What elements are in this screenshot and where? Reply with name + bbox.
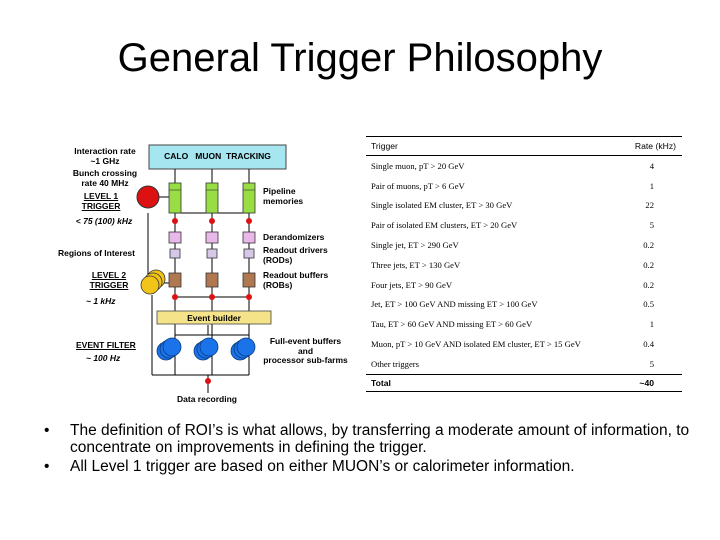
rate-cell: 22: [645, 200, 654, 211]
trigger-cell: Single jet, ET > 290 GeV: [371, 240, 459, 251]
table-row: Tau, ET > 60 GeV AND missing ET > 60 GeV…: [366, 314, 682, 334]
trigger-cell: Single isolated EM cluster, ET > 30 GeV: [371, 200, 513, 211]
bullet-text: All Level 1 trigger are based on either …: [70, 458, 575, 475]
rate-cell: 0.2: [643, 240, 654, 251]
rate-cell: 1: [649, 319, 654, 330]
trigger-cell: Other triggers: [371, 358, 419, 369]
rate-cell: 0.4: [643, 339, 654, 350]
trigger-cell: Jet, ET > 100 GeV AND missing ET > 100 G…: [371, 299, 538, 310]
table-row: Muon, pT > 10 GeV AND isolated EM cluste…: [366, 334, 682, 354]
table-row: Jet, ET > 100 GeV AND missing ET > 100 G…: [366, 295, 682, 315]
rate-cell: 5: [649, 220, 654, 231]
event-builder-label: Event builder: [187, 313, 241, 323]
derandomizers-label: Derandomizers: [263, 232, 325, 242]
event-filter-rate-label: ~ 100 Hz: [86, 353, 121, 363]
trigger-cell: Four jets, ET > 90 GeV: [371, 279, 453, 290]
bullet-marker: •: [44, 422, 50, 439]
full-event-buffers-label: Full-event buffers and processor sub-far…: [263, 336, 348, 365]
table-row: Three jets, ET > 130 GeV 0.2: [366, 255, 682, 275]
readout-buffers-label: Readout buffers (ROBs): [263, 270, 329, 290]
event-filter-label: EVENT FILTER: [76, 340, 136, 350]
bullet-text: The definition of ROI’s is what allows, …: [70, 422, 690, 456]
trigger-cell: Tau, ET > 60 GeV AND missing ET > 60 GeV: [371, 319, 533, 330]
rate-cell: 0.2: [643, 279, 654, 290]
level1-trigger-label: LEVEL 1 TRIGGER: [81, 191, 121, 211]
table-row: Pair of muons, pT > 6 GeV 1: [366, 176, 682, 196]
level1-trigger-circle: [136, 185, 160, 209]
trigger-cell: Muon, pT > 10 GeV AND isolated EM cluste…: [371, 339, 581, 350]
readout-drivers-label: Readout drivers (RODs): [263, 245, 328, 265]
detector-box: [148, 144, 287, 170]
bullet-list: • The definition of ROI’s is what allows…: [40, 422, 700, 477]
bunch-crossing-label: Bunch crossing rate 40 MHz: [72, 168, 138, 188]
level2-red-dots: [172, 294, 252, 300]
bullet-item: • All Level 1 trigger are based on eithe…: [40, 458, 700, 475]
interaction-rate-label: Interaction rate ~1 GHz: [74, 146, 136, 166]
level1-rate-label: < 75 (100) kHz: [75, 216, 133, 226]
level2-trigger-circles: [140, 269, 166, 295]
pipeline-memories: [168, 182, 256, 214]
table-total-row: Total ~40: [366, 373, 682, 392]
table-row: Four jets, ET > 90 GeV 0.2: [366, 275, 682, 295]
total-rate: ~40: [599, 373, 682, 392]
rate-cell: 4: [649, 160, 654, 171]
slide-title: General Trigger Philosophy: [117, 36, 603, 80]
trigger-cell: Single muon, pT > 20 GeV: [371, 160, 465, 171]
total-label: Total: [366, 373, 599, 392]
table-row: Single jet, ET > 290 GeV 0.2: [366, 235, 682, 255]
table-row: Single isolated EM cluster, ET > 30 GeV 2…: [366, 196, 682, 216]
level2-trigger-label: LEVEL 2 TRIGGER: [89, 270, 129, 290]
pipeline-memories-label: Pipeline memories: [263, 186, 304, 206]
rate-cell: 0.5: [643, 299, 654, 310]
rate-cell: 0.2: [643, 259, 654, 270]
readout-buffers: [168, 272, 256, 288]
detector-box-label: CALO MUON TRACKING: [164, 151, 271, 161]
trigger-flow-diagram: CALO MUON TRACKING Interaction rate ~1 G…: [58, 135, 348, 410]
readout-drivers: [169, 248, 255, 259]
event-builder-box: [156, 310, 272, 325]
diagram-graphics: [136, 144, 287, 393]
bullet-marker: •: [44, 458, 50, 475]
column-header-rate: Rate (kHz): [599, 136, 682, 156]
table-row: Other triggers 5: [366, 354, 682, 374]
derandomizers: [168, 231, 256, 244]
level2-rate-label: ~ 1 kHz: [86, 296, 116, 306]
trigger-cell: Pair of muons, pT > 6 GeV: [371, 180, 465, 191]
rate-cell: 5: [649, 358, 654, 369]
column-header-trigger: Trigger: [366, 136, 599, 156]
trigger-cell: Pair of isolated EM clusters, ET > 20 Ge…: [371, 220, 518, 231]
table-header-row: Trigger Rate (kHz): [366, 136, 682, 156]
data-recording-dot: [205, 378, 211, 384]
table-row: Pair of isolated EM clusters, ET > 20 Ge…: [366, 215, 682, 235]
processor-farms: [156, 337, 256, 361]
regions-of-interest-label: Regions of Interest: [58, 248, 135, 258]
bullet-item: • The definition of ROI’s is what allows…: [40, 422, 700, 456]
rate-cell: 1: [649, 180, 654, 191]
trigger-cell: Three jets, ET > 130 GeV: [371, 259, 461, 270]
trigger-rate-table: Trigger Rate (kHz) Single muon, pT > 20 …: [366, 136, 682, 392]
table-row: Single muon, pT > 20 GeV 4: [366, 156, 682, 176]
level1-red-dots: [172, 218, 252, 224]
data-recording-label: Data recording: [177, 394, 237, 404]
